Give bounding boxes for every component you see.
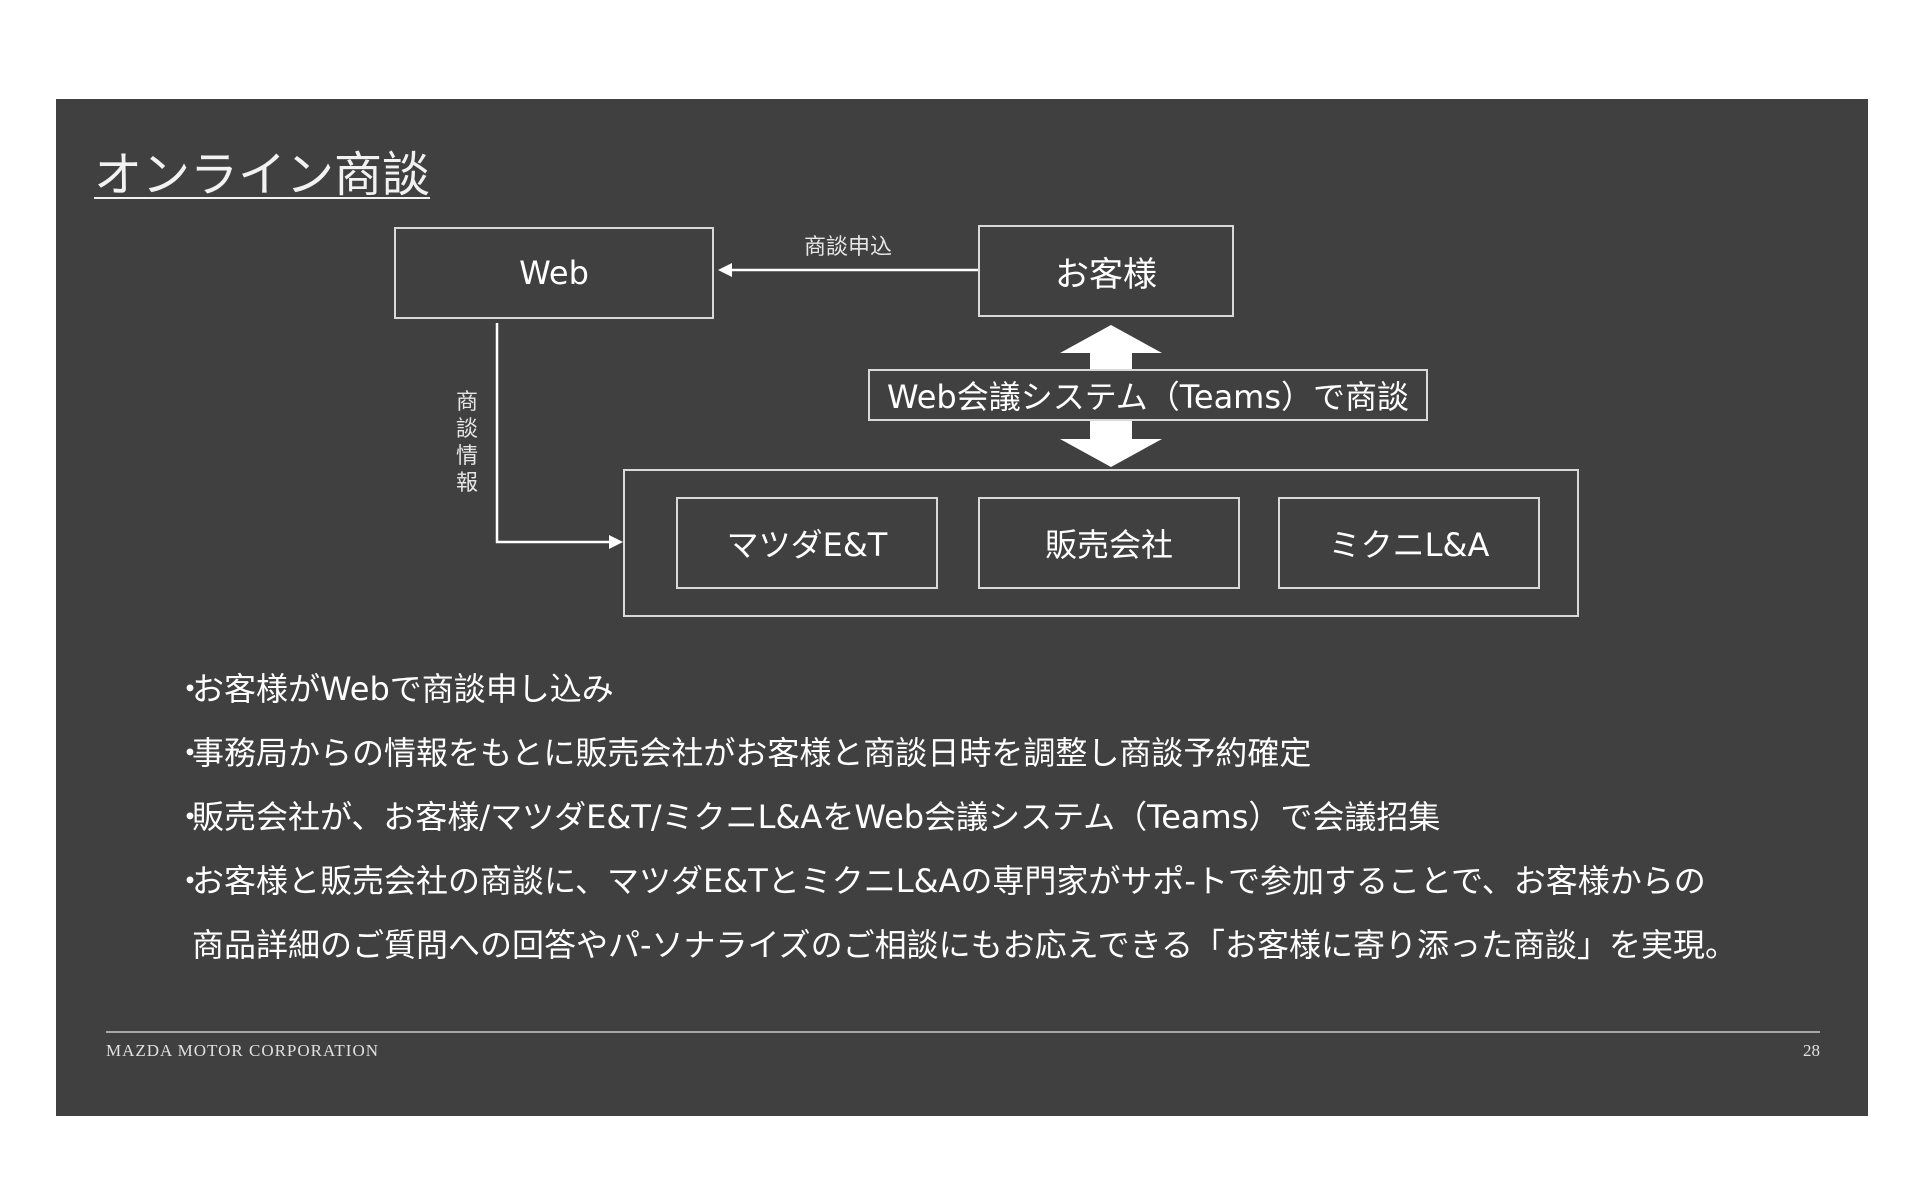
- slide-title: オンライン商談: [94, 147, 431, 203]
- bullet-item: ・お客様と販売会社の商談に、マツダE&TとミクニL&Aの専門家がサポ-トで参加す…: [174, 862, 1706, 900]
- info-label-char: 報: [455, 471, 478, 496]
- web-box-label: Web: [519, 254, 589, 292]
- participant-label: ミクニL&A: [1328, 526, 1490, 564]
- bullet-list: ・お客様がWebで商談申し込み ・事務局からの情報をもとに販売会社がお客様と商談…: [174, 657, 1814, 977]
- customer-box-label: お客様: [1055, 254, 1157, 295]
- participants-group: [623, 469, 1579, 617]
- customer-box: お客様: [978, 225, 1234, 317]
- slide: オンライン商談 Web 商談申込 お客様 商 談 情 報 Web会議システム（T…: [56, 99, 1868, 1116]
- footer-company: MAZDA MOTOR CORPORATION: [106, 1041, 379, 1060]
- bullet-item: ・販売会社が、お客様/マツダE&T/ミクニL&AをWeb会議システム（Teams…: [174, 798, 1441, 836]
- request-label: 商談申込: [804, 235, 893, 260]
- participant-mikuni-la: ミクニL&A: [1278, 497, 1540, 589]
- bullet-item: ・お客様がWebで商談申し込み: [174, 670, 614, 708]
- info-arrow-line: [495, 323, 612, 544]
- bullet-continuation: 商品詳細のご質問への回答やパ-ソナライズのご相談にもお応えできる「お客様に寄り添…: [192, 926, 1737, 964]
- info-arrow-head: [609, 535, 623, 549]
- info-label-char: 情: [455, 444, 478, 469]
- meeting-box: Web会議システム（Teams）で商談: [868, 369, 1428, 421]
- info-label-char: 談: [455, 417, 478, 442]
- participant-label: 販売会社: [1044, 526, 1173, 564]
- footer-divider: [106, 1031, 1820, 1033]
- meeting-double-arrow: [1060, 325, 1162, 369]
- participant-mazda-et: マツダE&T: [676, 497, 938, 589]
- request-arrow-head: [718, 263, 732, 277]
- info-label: 商 談 情 報: [454, 389, 480, 497]
- page-number: 28: [1803, 1041, 1820, 1060]
- meeting-box-label: Web会議システム（Teams）で商談: [886, 378, 1410, 416]
- meeting-double-arrow-lower: [1060, 421, 1162, 467]
- participant-label: マツダE&T: [726, 526, 888, 564]
- web-box: Web: [394, 227, 714, 319]
- info-label-char: 商: [455, 390, 478, 415]
- bullet-item: ・事務局からの情報をもとに販売会社がお客様と商談日時を調整し商談予約確定: [174, 734, 1312, 772]
- participant-dealer: 販売会社: [978, 497, 1240, 589]
